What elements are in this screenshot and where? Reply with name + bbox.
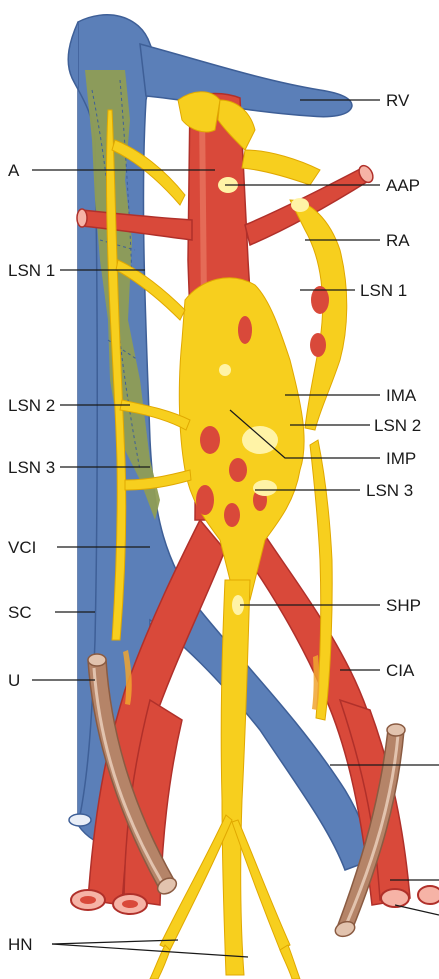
label-lsn3-right: LSN 3 [366, 481, 413, 500]
label-rv: RV [386, 91, 410, 110]
label-cia: CIA [386, 661, 415, 680]
label-shp: SHP [386, 596, 421, 615]
label-ima: IMA [386, 386, 417, 405]
label-a: A [8, 161, 20, 180]
label-aap: AAP [386, 176, 420, 195]
label-lsn3-left: LSN 3 [8, 458, 55, 477]
label-lsn2-right: LSN 2 [374, 416, 421, 435]
label-sc: SC [8, 603, 32, 622]
label-imp: IMP [386, 449, 416, 468]
label-u: U [8, 671, 20, 690]
label-hn: HN [8, 935, 33, 954]
renal-vein [140, 44, 352, 117]
label-ra: RA [386, 231, 410, 250]
label-lsn2-left: LSN 2 [8, 396, 55, 415]
label-lsn1-left: LSN 1 [8, 261, 55, 280]
label-vci: VCI [8, 538, 36, 557]
label-lsn1-right: LSN 1 [360, 281, 407, 300]
